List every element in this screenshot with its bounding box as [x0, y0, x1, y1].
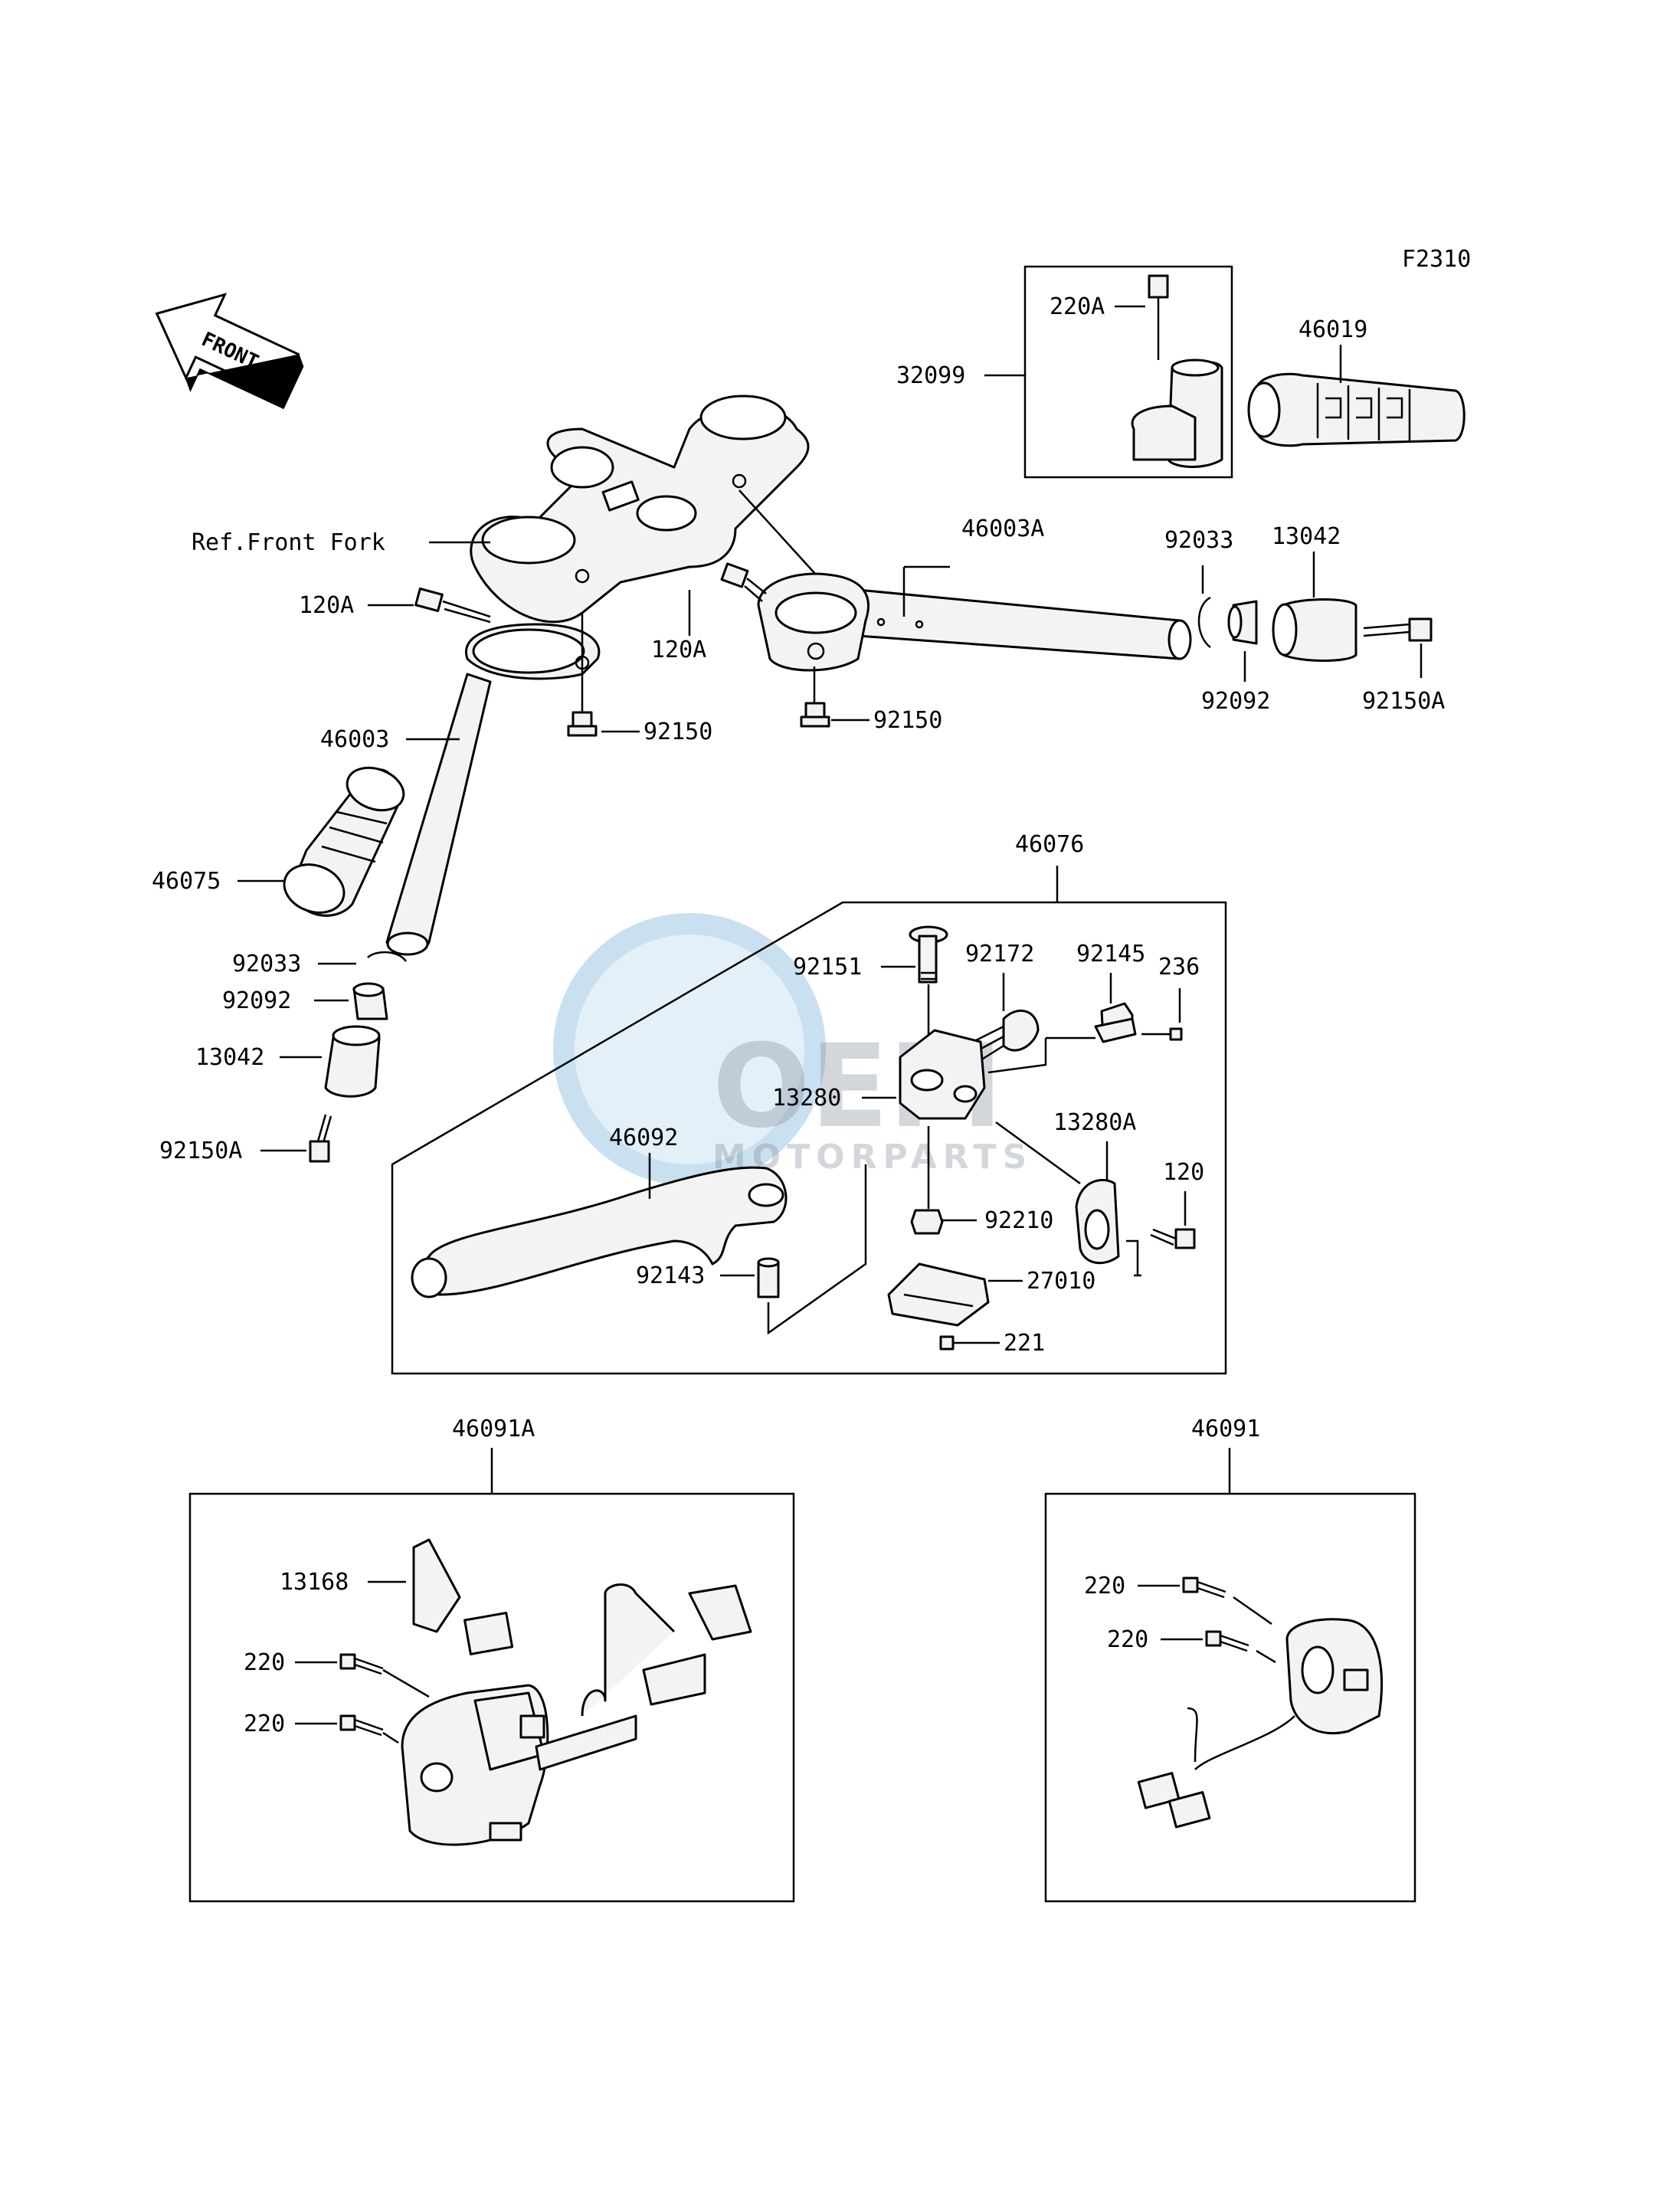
label-92150a-right: 92150A	[1362, 688, 1445, 715]
label-92143: 92143	[636, 1262, 705, 1289]
front-arrow-icon: FRONT	[155, 293, 304, 410]
circlip-92033-right	[1197, 596, 1211, 648]
clutch-assembly-box	[391, 901, 1227, 1375]
screw-220-right-b	[1205, 1630, 1276, 1664]
bolt-120a-left	[414, 587, 491, 624]
label-ref-front-fork: Ref.Front Fork	[192, 529, 385, 556]
label-46092: 46092	[609, 1125, 678, 1151]
throttle-32099	[1131, 274, 1223, 468]
label-32099: 32099	[896, 362, 965, 389]
label-92092-right: 92092	[1201, 688, 1270, 715]
screw-236	[1141, 1027, 1183, 1041]
bolt-120	[1150, 1228, 1196, 1249]
label-46076: 46076	[1015, 831, 1084, 858]
label-13280: 13280	[772, 1085, 841, 1112]
label-46091: 46091	[1191, 1416, 1260, 1442]
label-13042-left: 13042	[195, 1044, 264, 1071]
label-92172: 92172	[965, 941, 1034, 968]
label-13042-right: 13042	[1272, 523, 1341, 550]
label-120a-left: 120A	[299, 592, 354, 619]
throttle-box	[1023, 265, 1233, 479]
cover-13168	[412, 1538, 461, 1633]
label-92151: 92151	[793, 954, 862, 981]
right-switch-housing-46091	[1137, 1618, 1384, 1829]
switch-27010	[887, 1262, 990, 1327]
bar-end-weight-13042-left	[324, 1025, 381, 1098]
clip-92145	[1094, 1002, 1137, 1043]
bolt-92150a-right	[1363, 617, 1433, 642]
grip-46075	[283, 766, 405, 917]
upper-triple-clamp	[470, 395, 810, 624]
left-handlebar-46003	[385, 623, 601, 956]
spacer-92092-left	[352, 982, 388, 1020]
label-13280a: 13280A	[1053, 1109, 1136, 1136]
label-92150-left: 92150	[644, 719, 712, 745]
label-236: 236	[1158, 954, 1200, 981]
label-221: 221	[1004, 1330, 1045, 1357]
label-92033-right: 92033	[1164, 527, 1233, 554]
label-92145: 92145	[1076, 941, 1145, 968]
circlip-92033-left	[367, 951, 408, 962]
clamp-13280a	[1075, 1178, 1120, 1265]
label-220a: 220A	[1050, 293, 1105, 320]
figure-code: F2310	[1402, 246, 1471, 273]
bushing-92143	[757, 1164, 867, 1335]
lever-46092	[411, 1166, 788, 1298]
spacer-92092-right	[1227, 600, 1258, 645]
label-46003: 46003	[320, 726, 389, 753]
nut-92210	[910, 1126, 944, 1235]
label-46091a: 46091A	[452, 1416, 535, 1442]
screw-220-right-a	[1182, 1577, 1272, 1626]
adjuster-92172	[972, 1009, 1040, 1062]
label-27010: 27010	[1027, 1268, 1095, 1295]
label-92033-left: 92033	[232, 951, 301, 977]
bolt-92150a-left	[309, 1114, 332, 1163]
label-92092-left: 92092	[222, 987, 291, 1014]
label-220-a: 220	[244, 1649, 285, 1676]
label-13168: 13168	[280, 1569, 349, 1596]
bar-end-weight-13042-right	[1272, 598, 1357, 662]
label-120a-right: 120A	[651, 637, 706, 663]
bracket-13280	[899, 1029, 986, 1120]
label-220-c: 220	[1084, 1573, 1125, 1599]
bolt-120a-right	[720, 562, 767, 602]
label-220-b: 220	[244, 1711, 285, 1737]
left-switch-housing-46091a	[401, 1583, 752, 1846]
label-92150-right: 92150	[873, 707, 942, 734]
right-handlebar-46003a	[757, 572, 1192, 672]
screw-221	[939, 1335, 969, 1351]
label-92210: 92210	[984, 1207, 1053, 1234]
screw-220-left-a	[339, 1653, 430, 1698]
bolt-92150-left	[567, 613, 598, 737]
screw-220-left-b	[339, 1714, 399, 1744]
label-92150a-left: 92150A	[159, 1138, 242, 1164]
label-46019: 46019	[1298, 316, 1367, 343]
bolt-92150-right	[800, 666, 830, 728]
label-46075: 46075	[152, 868, 221, 895]
label-220-d: 220	[1107, 1626, 1148, 1653]
label-46003a: 46003A	[961, 516, 1044, 542]
label-120: 120	[1163, 1159, 1204, 1186]
grip-46019	[1247, 372, 1465, 447]
